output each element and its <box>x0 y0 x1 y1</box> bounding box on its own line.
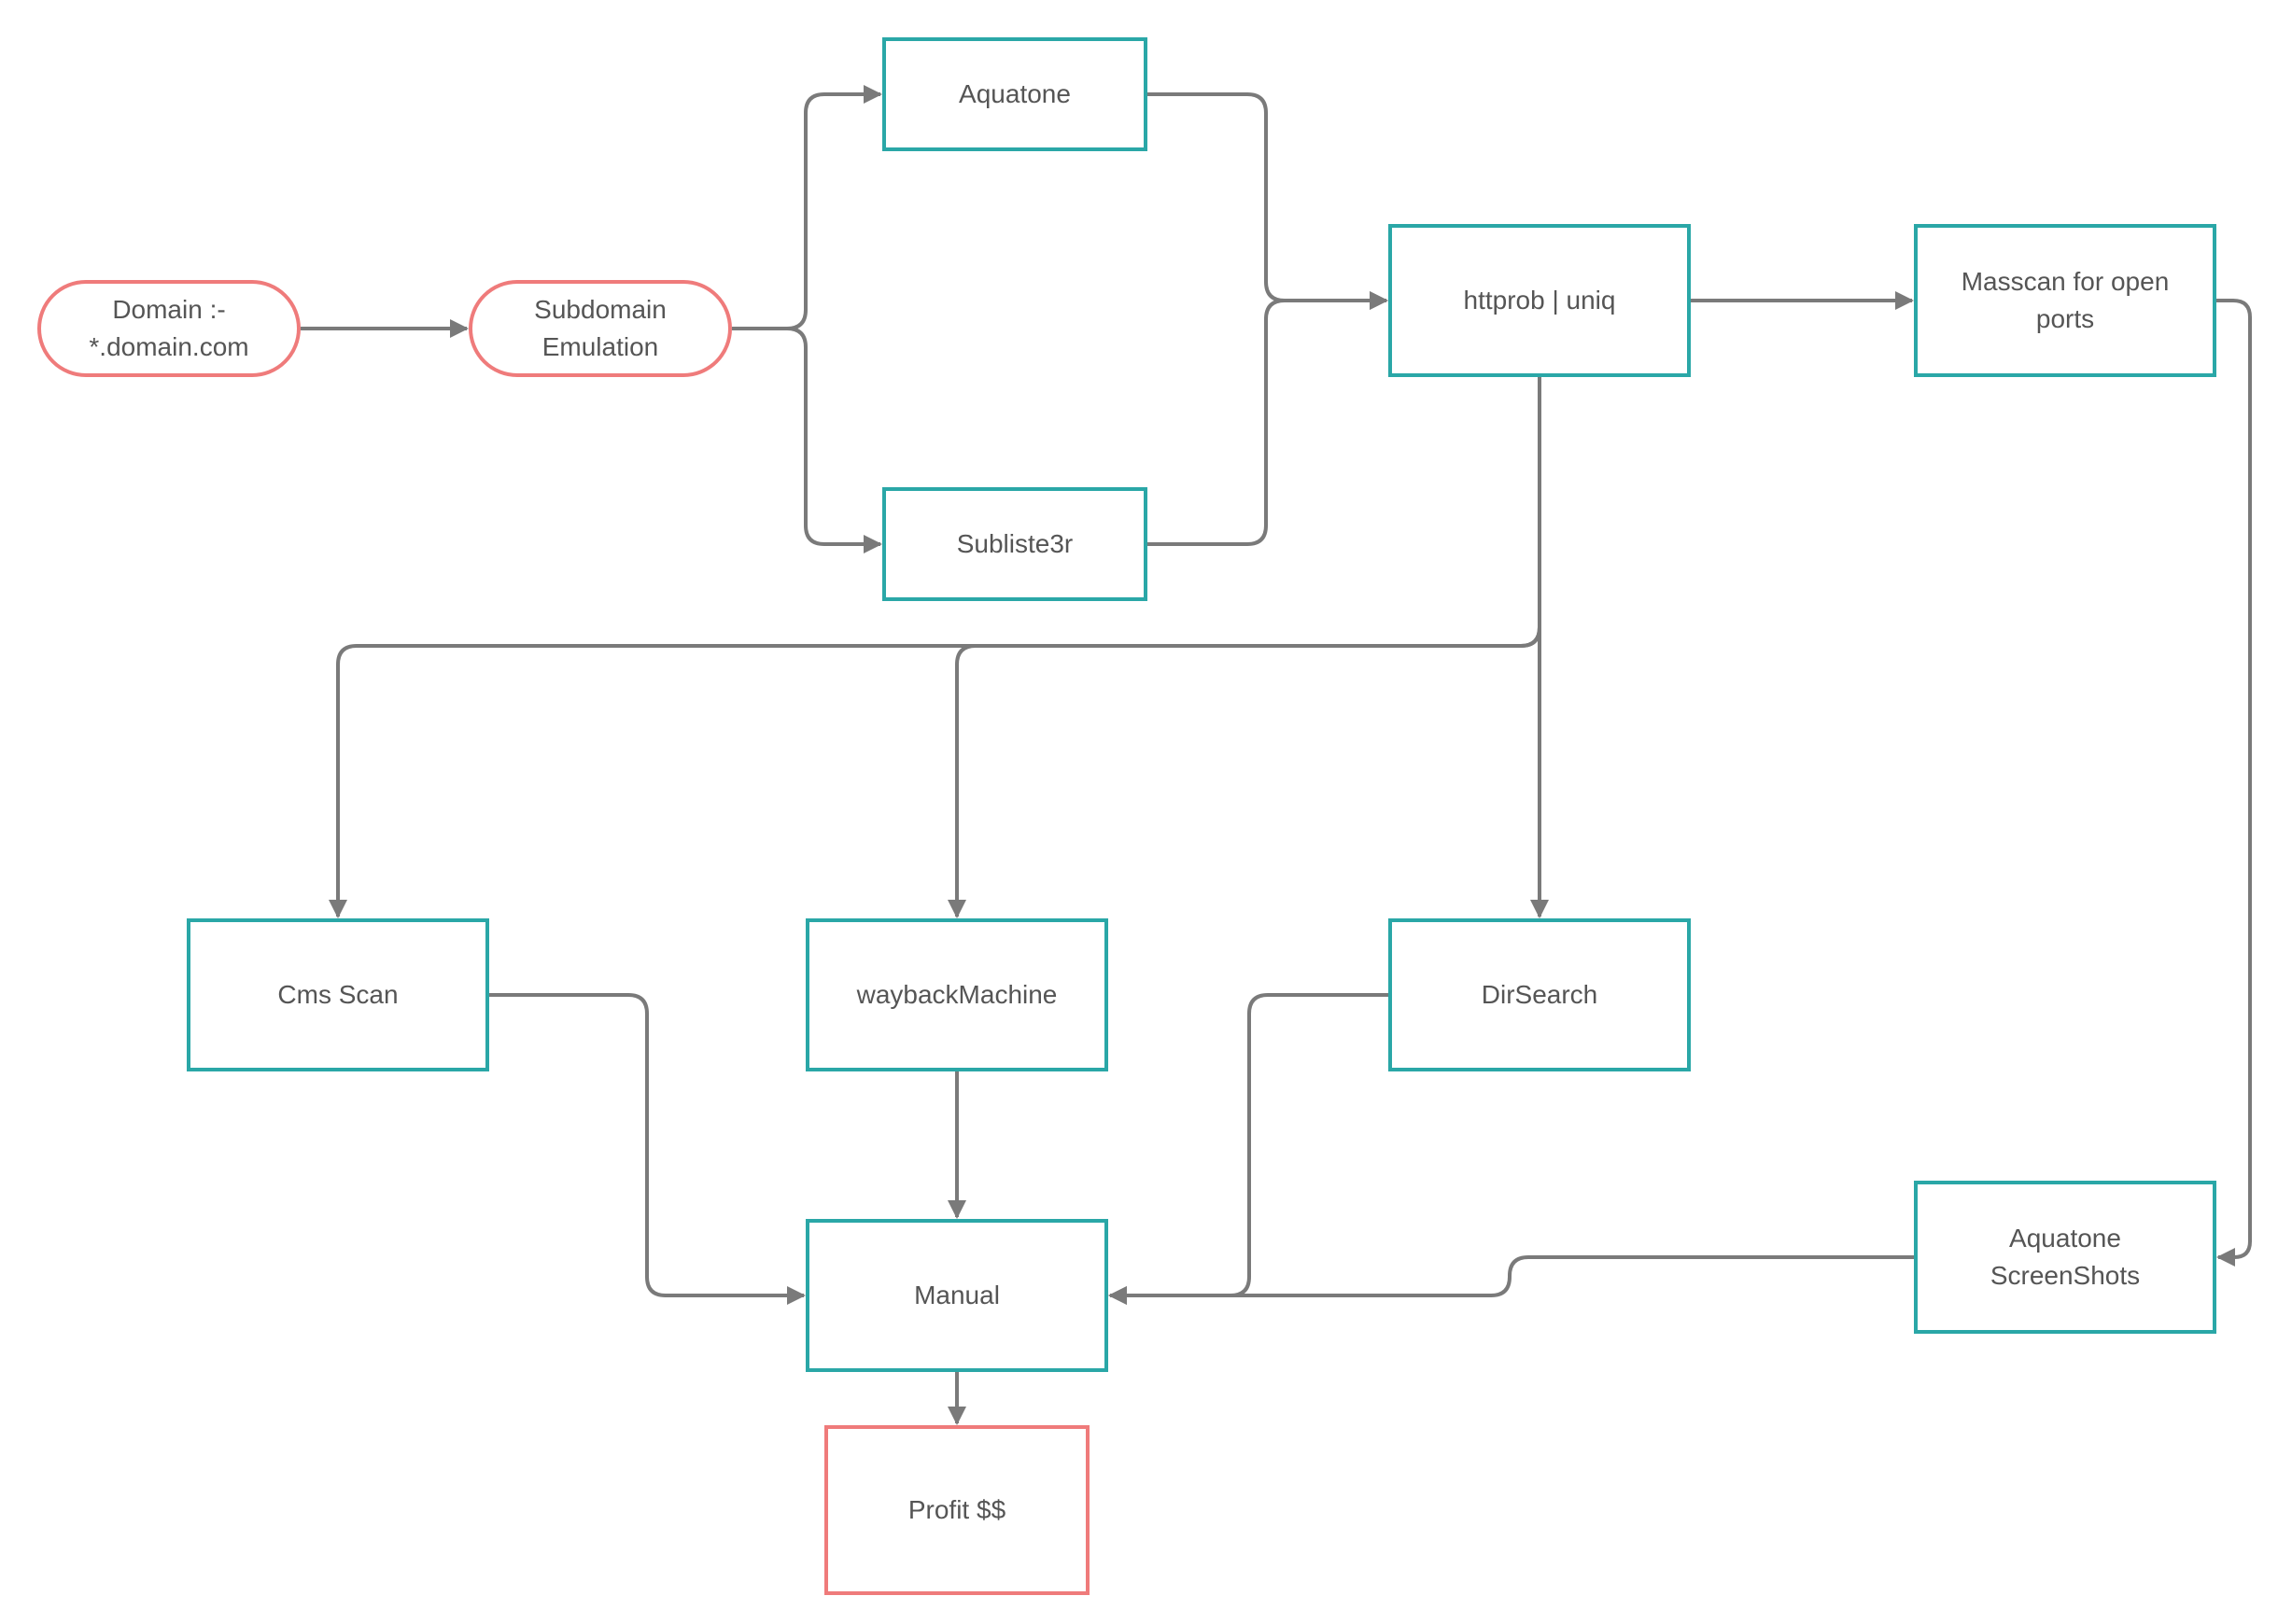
node-wayback-machine[interactable]: waybackMachine <box>806 918 1108 1071</box>
node-manual[interactable]: Manual <box>806 1219 1108 1372</box>
node-sublist3r[interactable]: Subliste3r <box>882 487 1147 601</box>
node-aquatone-label: Aquatone <box>959 79 1071 108</box>
edge-screenshots-to-manual <box>1108 1255 1914 1305</box>
node-profit-label: Profit $$ <box>907 1495 1006 1524</box>
edge-subdomain-to-aquatone <box>732 85 882 330</box>
node-aquatone[interactable]: Aquatone <box>882 37 1147 151</box>
edge-subdomain-to-sublist3r <box>732 327 882 553</box>
node-wayback-machine-label: waybackMachine <box>856 980 1058 1009</box>
edge-aquatone-to-httprob <box>1147 92 1388 310</box>
edge-masscan-to-screenshots <box>2216 299 2252 1267</box>
edge-sublist3r-to-httprob <box>1147 291 1388 546</box>
node-domain[interactable]: Domain :- *.domain.com <box>37 280 301 377</box>
node-profit[interactable]: Profit $$ <box>824 1425 1090 1595</box>
node-manual-label: Manual <box>914 1281 1000 1309</box>
edge-cms-to-manual <box>489 993 806 1305</box>
node-httprob-uniq[interactable]: httprob | uniq <box>1388 224 1691 377</box>
node-sublist3r-label: Subliste3r <box>956 529 1074 558</box>
edge-httprob-to-wayback <box>948 377 1541 918</box>
node-dirsearch[interactable]: DirSearch <box>1388 918 1691 1071</box>
node-domain-label: Domain :- *.domain.com <box>89 295 249 361</box>
edge-httprob-to-cms <box>329 377 1541 918</box>
node-subdomain-emulation[interactable]: Subdomain Emulation <box>469 280 732 377</box>
node-masscan-label: Masscan for open ports <box>1961 267 2170 333</box>
node-cms-scan[interactable]: Cms Scan <box>187 918 489 1071</box>
node-cms-scan-label: Cms Scan <box>277 980 399 1009</box>
node-aquatone-screenshots-label: Aquatone ScreenShots <box>1990 1224 2141 1290</box>
node-masscan[interactable]: Masscan for open ports <box>1914 224 2216 377</box>
node-httprob-uniq-label: httprob | uniq <box>1463 286 1616 315</box>
node-subdomain-emulation-label: Subdomain Emulation <box>534 295 667 361</box>
node-dirsearch-label: DirSearch <box>1481 980 1598 1009</box>
edge-dirsearch-to-manual <box>1108 993 1388 1305</box>
node-aquatone-screenshots[interactable]: Aquatone ScreenShots <box>1914 1181 2216 1334</box>
